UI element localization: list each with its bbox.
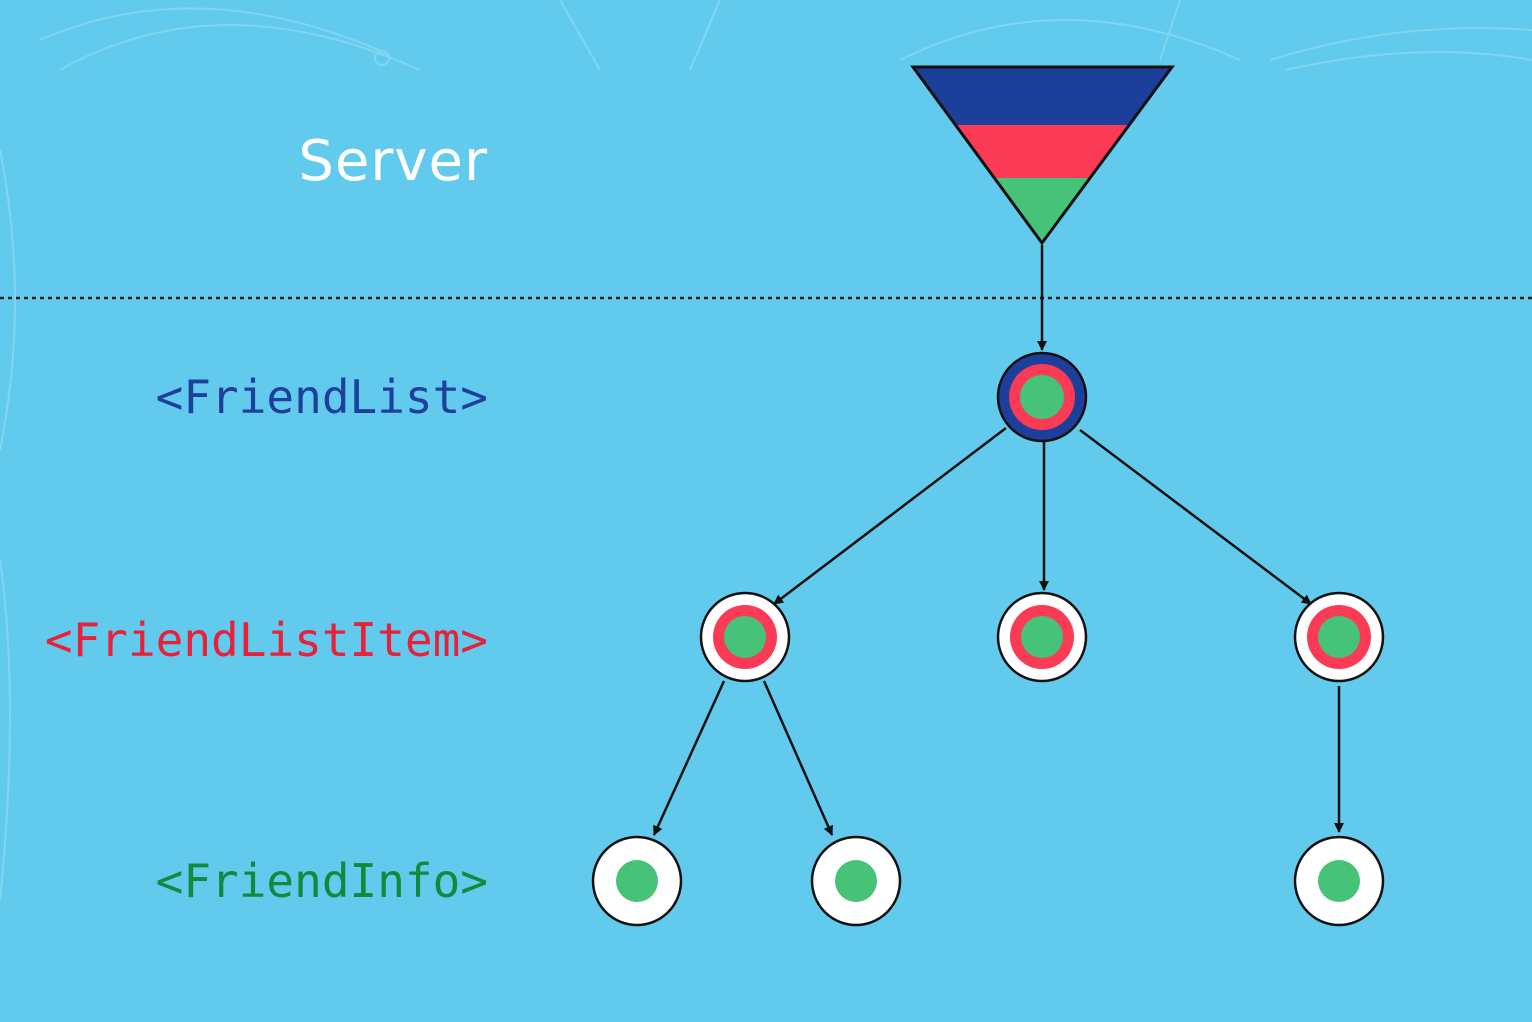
friendlistitem-node-3 xyxy=(1293,591,1385,683)
friendinfo-node-3 xyxy=(1293,835,1385,927)
funnel-layer-red xyxy=(913,125,1172,178)
funnel-outline xyxy=(910,65,1175,246)
server-label: Server xyxy=(298,129,488,194)
friendlistitem-label: <FriendListItem> xyxy=(44,613,488,667)
friendlistitem-node-2 xyxy=(996,591,1088,683)
friendinfo-node-1 xyxy=(591,835,683,927)
friendinfo-label: <FriendInfo> xyxy=(155,854,488,908)
edge-friendlist-to-item-3 xyxy=(1079,429,1312,605)
tree-edges xyxy=(652,245,1344,836)
friendlistitem-node-1 xyxy=(699,591,791,683)
friendlist-node xyxy=(996,351,1088,443)
edge-item-1-to-info-2 xyxy=(762,680,834,836)
server-funnel xyxy=(910,65,1175,246)
edge-friendlist-to-item-1 xyxy=(773,427,1007,605)
funnel-layer-blue xyxy=(913,67,1172,125)
friendinfo-node-2 xyxy=(810,835,902,927)
background-decoration xyxy=(0,0,1532,901)
edge-item-1-to-info-1 xyxy=(652,680,726,836)
friendlist-label: <FriendList> xyxy=(155,370,488,424)
